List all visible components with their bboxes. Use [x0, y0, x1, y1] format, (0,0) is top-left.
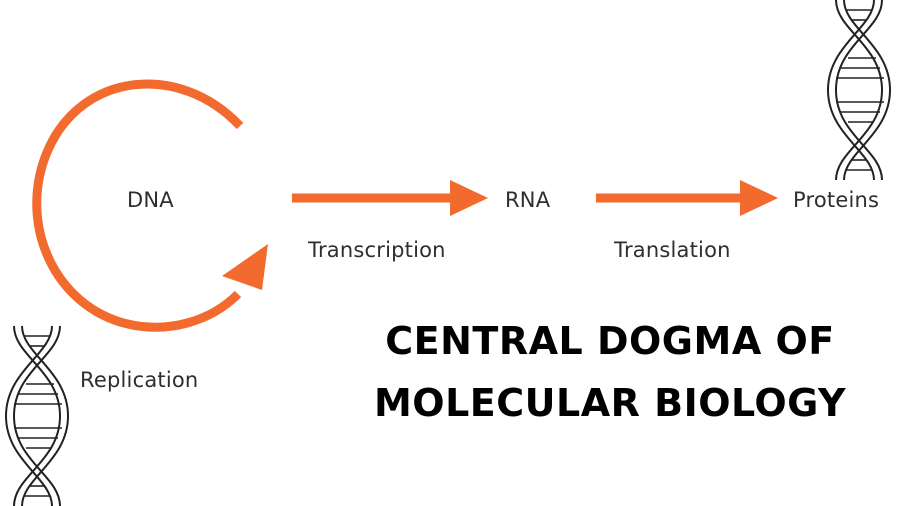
dna-helix-icon — [826, 0, 892, 180]
dna-node: DNA — [127, 188, 174, 212]
replication-arrowhead — [222, 244, 268, 290]
transcription-arrowhead — [450, 180, 488, 216]
rna-node: RNA — [505, 188, 551, 212]
replication-label: Replication — [80, 368, 199, 392]
transcription-label: Transcription — [308, 238, 446, 262]
translation-arrowhead — [740, 180, 778, 216]
page-title-line-1: CENTRAL DOGMA OF — [385, 319, 835, 363]
dna-helix-icon — [4, 326, 70, 506]
translation-label: Translation — [614, 238, 731, 262]
replication-arrow — [32, 79, 244, 332]
page-title-line-2: MOLECULAR BIOLOGY — [373, 381, 847, 425]
proteins-node: Proteins — [793, 188, 880, 212]
